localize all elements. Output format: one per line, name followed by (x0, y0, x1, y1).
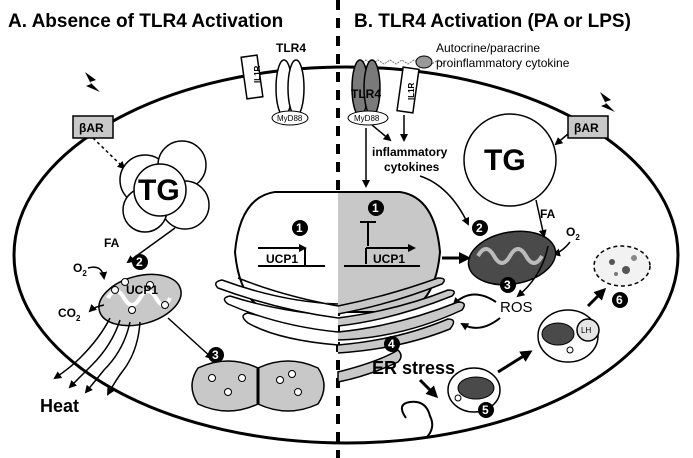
heat-label: Heat (40, 396, 79, 416)
ucp1-gene-b-repressed: UCP1 (344, 221, 420, 267)
membrane-invagination (400, 400, 434, 439)
inflammatory-label-line1: inflammatory (372, 145, 448, 159)
cytokine-label-line1: Autocrine/paracrine (436, 41, 540, 55)
tg-lipid-droplet-b: TG (463, 113, 557, 207)
step-2-badge-b: 2 (472, 220, 488, 236)
il1r-receptor-a: IL1R (240, 54, 264, 100)
cytokine-label-line2: proinflammatory cytokine (436, 56, 570, 70)
stimulus-lightning-icon-a (85, 72, 100, 92)
step-1-badge-b: 1 (368, 200, 384, 216)
o2-label-a: O2 (73, 261, 87, 278)
svg-text:UCP1: UCP1 (266, 252, 298, 266)
beta-adrenergic-receptor-a: βAR (72, 115, 114, 139)
degraded-vesicle (593, 245, 651, 287)
svg-text:MyD88: MyD88 (354, 114, 380, 123)
svg-text:TLR4: TLR4 (351, 87, 381, 101)
svg-text:UCP1: UCP1 (373, 252, 405, 266)
svg-text:3: 3 (212, 348, 219, 362)
ucp1-gene-a: UCP1 (258, 244, 325, 267)
svg-text:βAR: βAR (574, 121, 599, 135)
step-6-badge-b: 6 (612, 292, 628, 308)
er-stress-label: ER stress (372, 358, 455, 378)
fa-label-a: FA (104, 236, 120, 250)
panel-a-title: A. Absence of TLR4 Activation (8, 11, 283, 32)
o2-label-b: O2 (566, 225, 580, 242)
autophagosome (447, 367, 501, 413)
step-5-badge-b: 5 (478, 402, 494, 418)
svg-text:TG: TG (484, 144, 526, 177)
beta-adrenergic-receptor-b: βAR (567, 115, 609, 139)
svg-text:βAR: βAR (79, 121, 104, 135)
inflammatory-label-line2: cytokines (384, 160, 440, 174)
lysosome-lh: LH (576, 318, 600, 342)
ros-label: ROS (500, 299, 533, 316)
co2-label-a: CO2 (58, 306, 81, 323)
il1r-receptor-b: IL1R (396, 66, 420, 114)
endoplasmic-reticulum-a (215, 277, 339, 346)
step-1-badge-a: 1 (292, 220, 308, 236)
panel-b-title: B. TLR4 Activation (PA or LPS) (354, 11, 631, 32)
svg-text:3: 3 (504, 278, 511, 292)
svg-text:LH: LH (581, 326, 591, 335)
svg-text:IL1R: IL1R (407, 82, 416, 100)
step-4-badge-b: 4 (384, 336, 400, 352)
svg-text:1: 1 (372, 201, 379, 215)
step-3-badge-b: 3 (500, 277, 516, 293)
svg-text:MyD88: MyD88 (277, 114, 303, 123)
stimulus-lightning-icon-b (600, 92, 615, 112)
svg-text:TLR4: TLR4 (276, 41, 306, 55)
svg-text:4: 4 (388, 337, 395, 351)
fa-label-b: FA (540, 207, 556, 221)
svg-text:5: 5 (482, 403, 489, 417)
svg-text:IL1R: IL1R (253, 65, 262, 83)
ucp1-mito-label-a: UCP1 (126, 283, 158, 297)
cell-membrane (12, 65, 680, 445)
svg-text:1: 1 (296, 221, 303, 235)
step-2-badge-a: 2 (132, 254, 148, 270)
cytokine-ligand (415, 55, 433, 69)
step-3-badge-a: 3 (208, 347, 224, 363)
dividing-mitochondrion-a (191, 360, 325, 412)
svg-text:TG: TG (138, 174, 180, 207)
svg-text:2: 2 (476, 221, 483, 235)
tlr4-receptor-a: TLR4 MyD88 (271, 41, 309, 126)
mitochondrion-a (98, 273, 182, 327)
tlr4-receptor-b: TLR4 MyD88 (347, 59, 389, 126)
heat-waves (53, 317, 141, 396)
svg-text:2: 2 (136, 255, 143, 269)
svg-text:6: 6 (616, 293, 623, 307)
tg-lipid-droplet-a: TG (119, 140, 210, 233)
mitochondrion-b (467, 230, 557, 286)
